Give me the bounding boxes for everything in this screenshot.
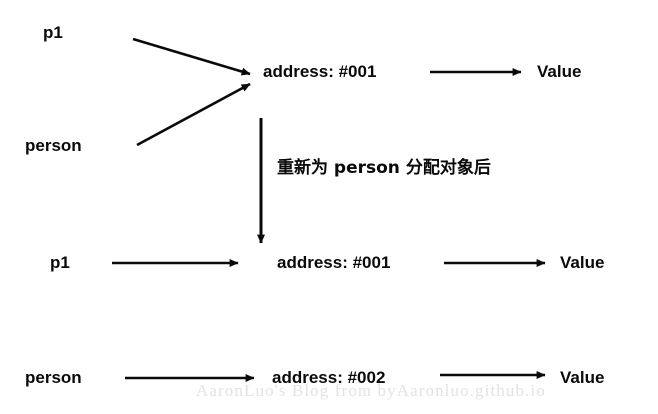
arrow-person-to-address-001 — [136, 82, 251, 147]
watermark-text: AaronLuo's Blog from byAaronluo.github.i… — [196, 381, 546, 400]
value-label-top: Value — [537, 62, 582, 81]
value-label-bottom: Value — [560, 368, 605, 387]
address-label-middle: address: #001 — [277, 253, 391, 272]
address-label-top: address: #001 — [263, 62, 377, 81]
address-label-bottom: address: #002 — [272, 368, 386, 387]
arrow-p1-to-address-001 — [132, 37, 251, 76]
value-label-middle: Value — [560, 253, 605, 272]
pointer-label-person-bottom: person — [25, 368, 82, 387]
transition-note: 重新为 person 分配对象后 — [277, 158, 491, 178]
pointer-label-person-top: person — [25, 136, 82, 155]
pointer-label-p1-middle: p1 — [50, 253, 70, 272]
pointer-label-p1-top: p1 — [43, 23, 63, 42]
